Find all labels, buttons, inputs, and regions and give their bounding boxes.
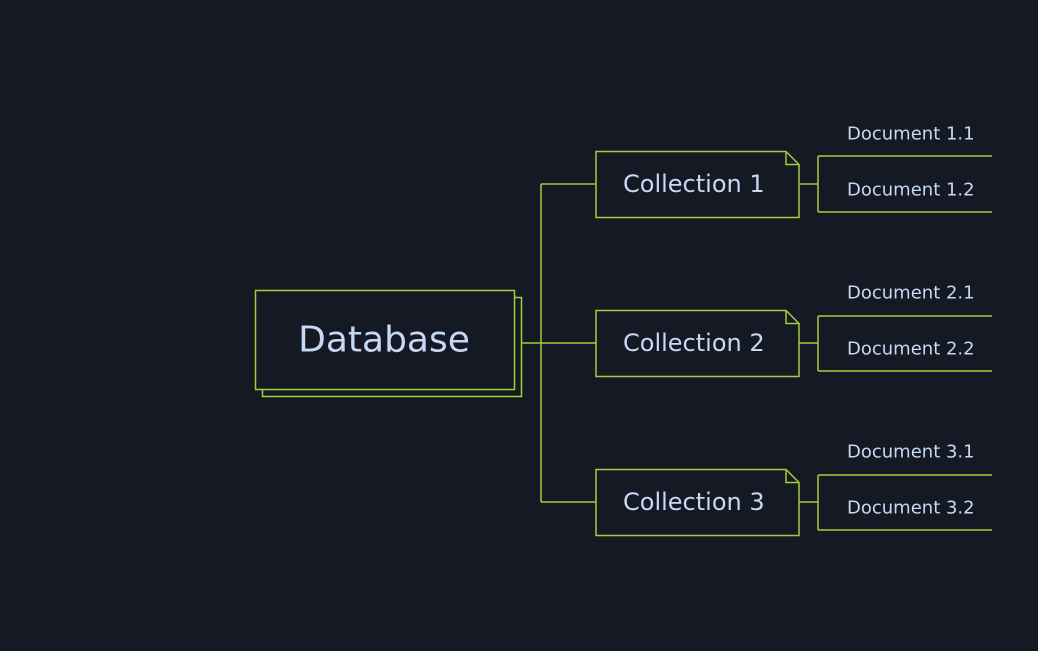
collection-box bbox=[595, 468, 800, 537]
database-connectors bbox=[522, 184, 542, 502]
dog-ear-icon bbox=[785, 310, 799, 325]
dog-ear-icon bbox=[785, 469, 799, 484]
document-label: Document 2.1 bbox=[847, 283, 975, 304]
collection-box bbox=[595, 309, 800, 378]
document-branch bbox=[799, 155, 992, 213]
collection-group-2: Collection 2 Document 2.1 Document 2.2 bbox=[541, 283, 992, 378]
document-label: Document 1.1 bbox=[847, 124, 975, 145]
collection-box bbox=[595, 150, 800, 219]
database-label: Database bbox=[298, 320, 470, 361]
document-label: Document 1.2 bbox=[847, 180, 975, 201]
document-label: Document 3.1 bbox=[847, 442, 975, 463]
collection-label: Collection 3 bbox=[623, 488, 765, 516]
document-branch bbox=[799, 474, 992, 531]
database-box bbox=[254, 289, 516, 391]
document-label: Document 2.2 bbox=[847, 339, 975, 360]
collection-group-3: Collection 3 Document 3.1 Document 3.2 bbox=[541, 442, 992, 537]
database-node: Database bbox=[254, 289, 523, 398]
document-label: Document 3.2 bbox=[847, 498, 975, 519]
document-branch bbox=[799, 315, 992, 372]
dog-ear-icon bbox=[785, 151, 799, 166]
collection-label: Collection 2 bbox=[623, 329, 765, 357]
collection-group-1: Collection 1 Document 1.1 Document 1.2 bbox=[541, 124, 992, 219]
collection-label: Collection 1 bbox=[623, 170, 765, 198]
